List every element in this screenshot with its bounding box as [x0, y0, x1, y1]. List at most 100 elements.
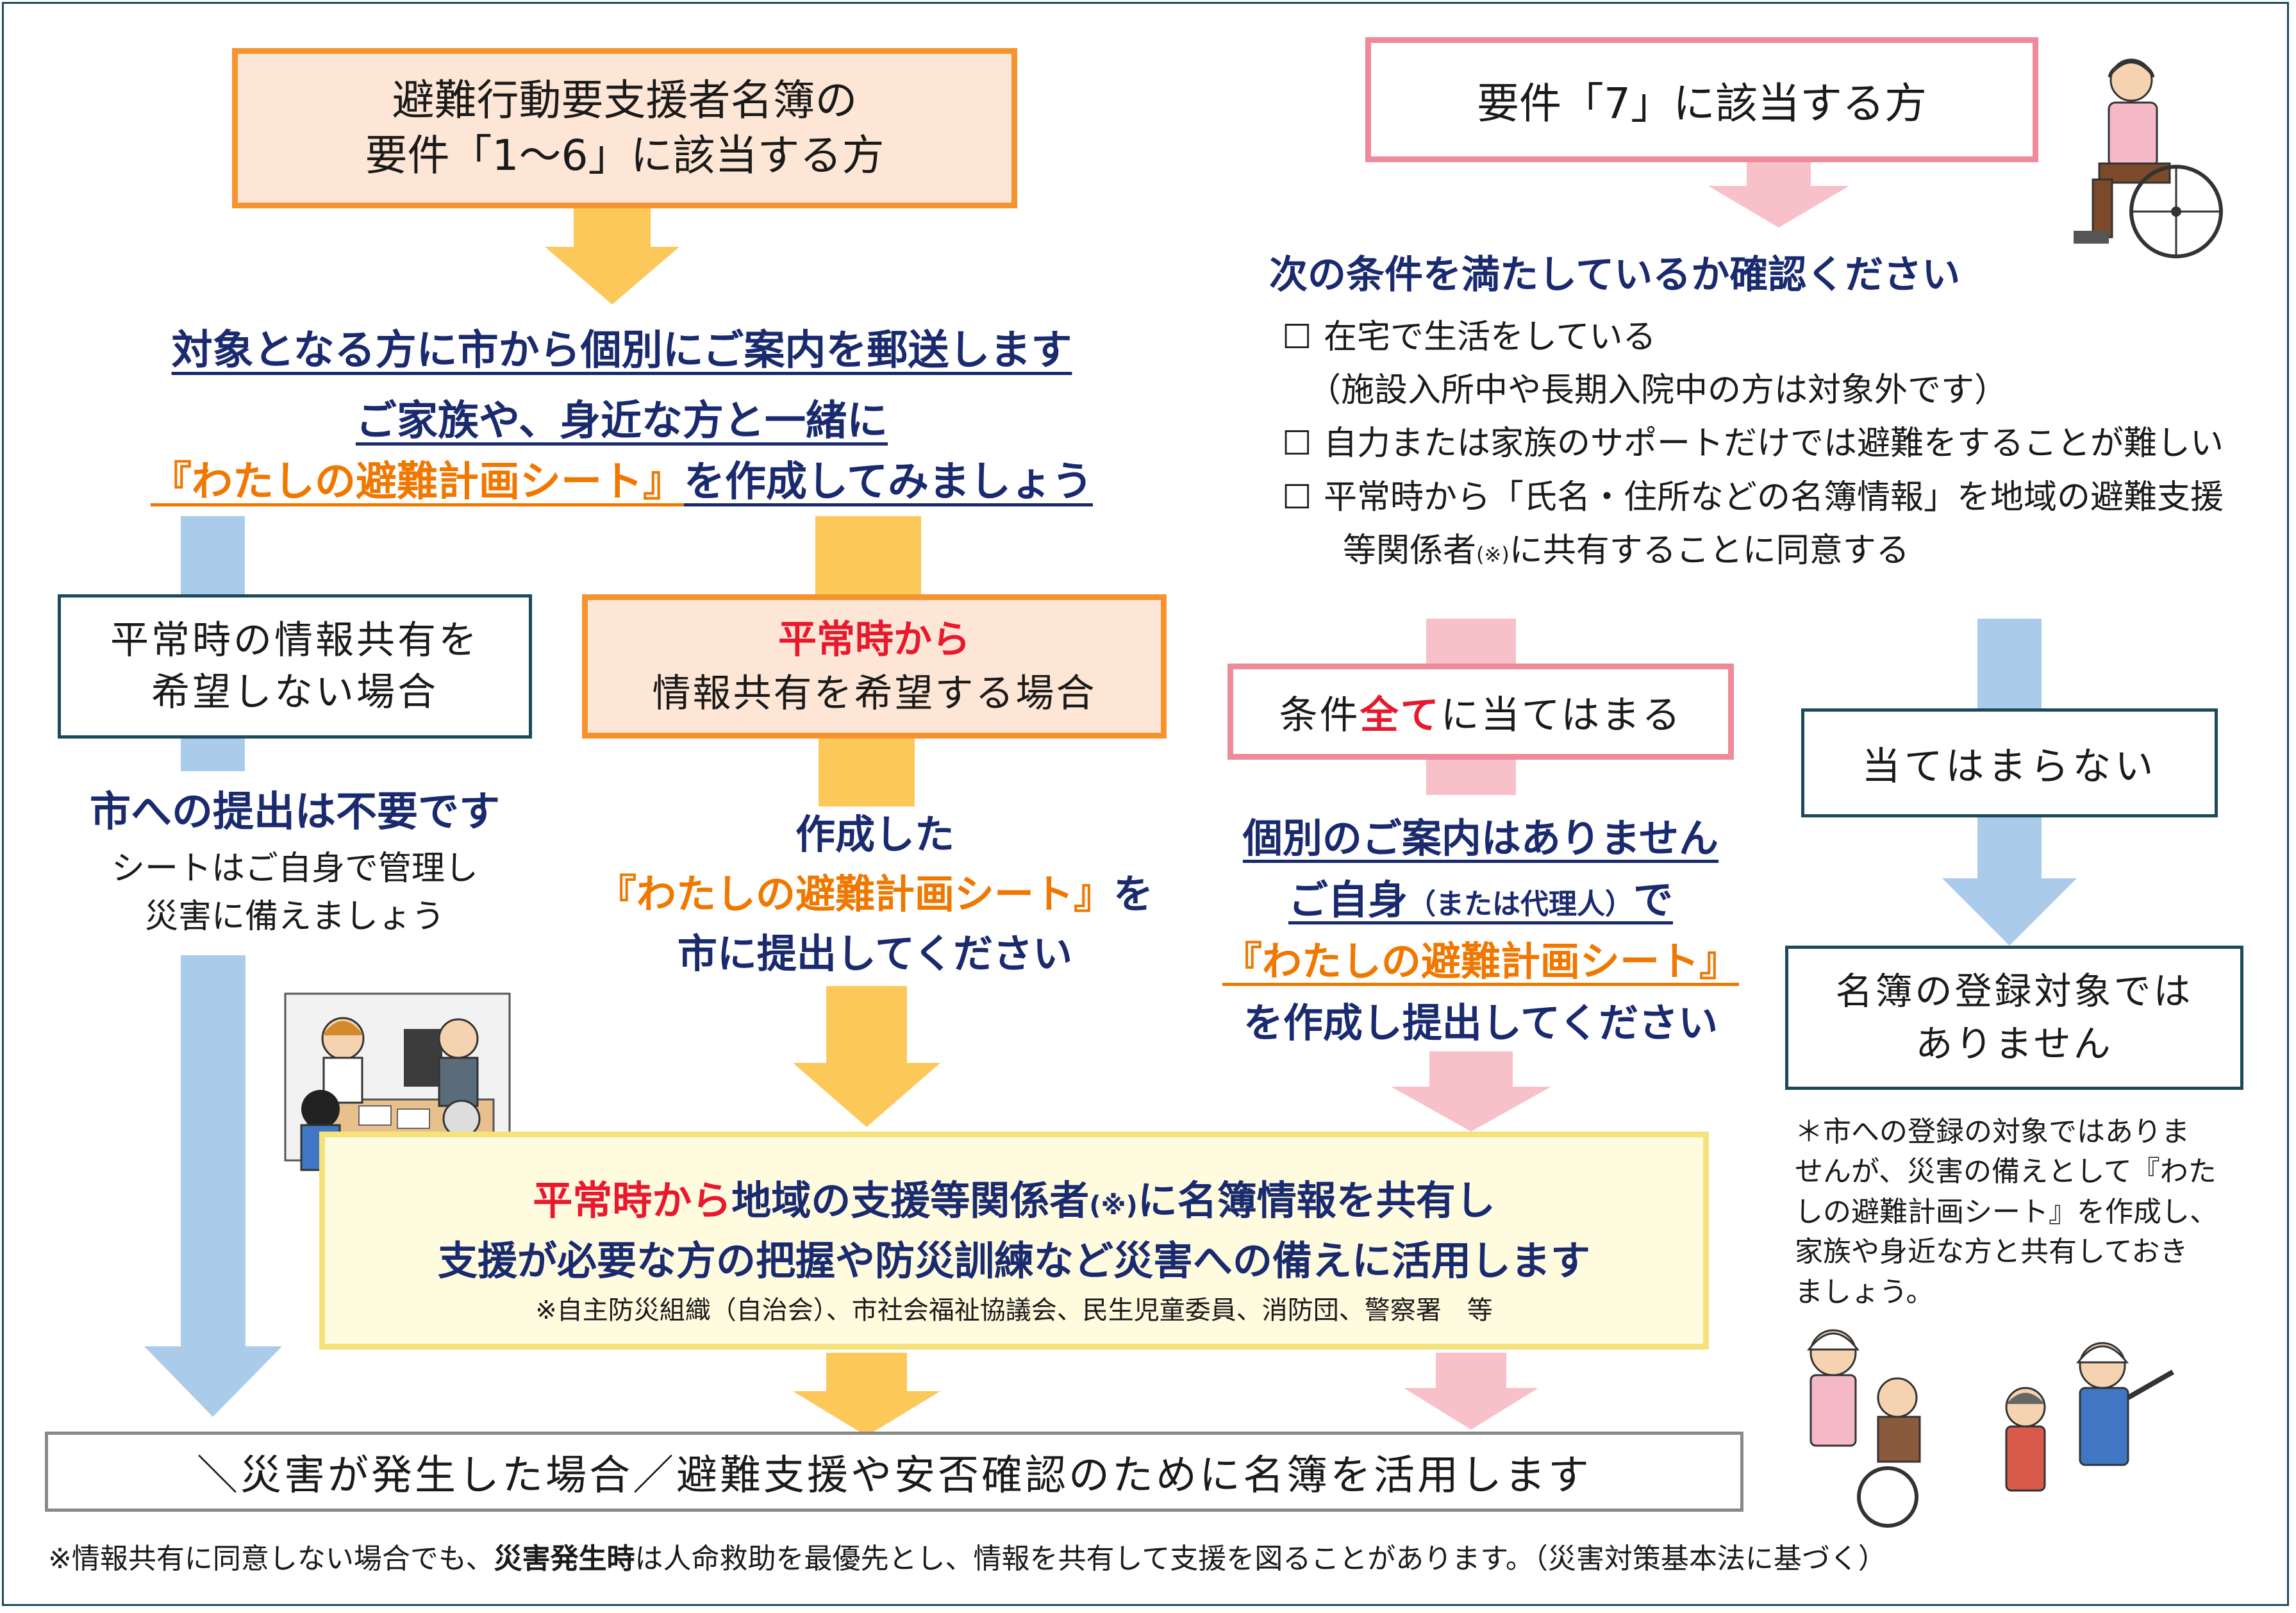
all-conditions-apply-box: 条件全てに当てはまる [1227, 664, 1734, 760]
bottom-note: ※情報共有に同意しない場合でも、災害発生時は人命救助を最優先とし、情報を共有して… [48, 1535, 2259, 1576]
arrow-blue-left-1 [181, 516, 245, 594]
checkbox-icon[interactable]: ☐ [1282, 478, 1312, 517]
checkbox-icon[interactable]: ☐ [1282, 318, 1312, 356]
self-text: ご自身 [1288, 876, 1408, 924]
sharing-mark: (※) [1089, 1191, 1138, 1221]
condition-3-cont-text: 等関係者 [1343, 531, 1477, 570]
note-line4: 家族や身近な方と共有しておき [1795, 1235, 2188, 1269]
sharing-line2-text: 支援が必要な方の把握や防災訓練など災害への備えに活用します [437, 1237, 1590, 1284]
bottom-note-c: は人命救助を最優先とし、情報を共有して支援を図ることがあります。（災害対策基本法… [635, 1542, 1886, 1575]
all-apply-suffix: に当てはまる [1440, 692, 1683, 738]
share-line1: 平常時から [778, 617, 970, 662]
no-share-line1: 平常時の情報共有を [110, 617, 479, 663]
note-line3: しの避難計画シート』を作成し、 [1795, 1195, 2218, 1228]
arrow-pink-4 [1391, 1051, 1551, 1132]
self-manage-note: シートはご自身で管理し 災害に備えましょう [38, 845, 551, 942]
arrow-blue-right-1 [1977, 619, 2042, 708]
arrow-blue-left-2 [181, 736, 245, 771]
create-submit-text: を作成し提出してください [1243, 999, 1718, 1047]
requirement-7-box: 要件「7」に該当する方 [1365, 37, 2038, 162]
condition-3: ☐ 平常時から「氏名・住所などの名簿情報」を地域の避難支援 [1282, 471, 2275, 524]
arrow-blue-left-3 [144, 955, 282, 1417]
self-sheet-name: 『わたしの避難計画シート』 [1222, 938, 1739, 985]
proxy-text: （または代理人） [1408, 888, 1633, 921]
submit-sheet-name: 『わたしの避難計画シート』 [596, 871, 1113, 917]
submit-line3: 市に提出してください [677, 930, 1073, 977]
requirement-7-text: 要件「7」に該当する方 [1477, 78, 1927, 128]
bottom-note-a: ※情報共有に同意しない場合でも、 [48, 1542, 494, 1575]
share-line2: 情報共有を希望する場合 [652, 671, 1097, 716]
condition-1-note-text: （施設入所中や長期入院中の方は対象外です） [1308, 371, 2008, 410]
all-apply-prefix: 条件 [1279, 692, 1360, 738]
together-suffix: を作成してみましょう [683, 458, 1094, 506]
condition-3-mark: (※) [1476, 542, 1510, 567]
condition-1: ☐ 在宅で生活をしている [1282, 311, 2275, 364]
condition-3-cont: 等関係者(※)に共有することに同意する [1282, 524, 2275, 578]
not-applicable-text: 当てはまらない [1861, 744, 2158, 789]
not-registration-target-box: 名簿の登録対象では ありません [1785, 946, 2243, 1090]
requirements-1-6-line1: 避難行動要支援者名簿の [392, 76, 858, 126]
not-target-line2: ありません [1915, 1021, 2113, 1066]
self-submission-instructions: 個別のご案内はありません ご自身（または代理人）で 『わたしの避難計画シート』 … [1173, 808, 1788, 1054]
condition-2: ☐ 自力または家族のサポートだけでは避難をすることが難しい [1282, 417, 2275, 471]
note-line5: ましょう。 [1795, 1275, 1934, 1308]
sharing-footnote: ※自主防災組織（自治会）、市社会福祉協議会、民生児童委員、消防団、警察署 等 [325, 1289, 1703, 1326]
submit-line1: 作成した [795, 811, 954, 858]
wheelchair-user-illustration [2074, 58, 2223, 258]
sharing-line1-a: 地域の支援等関係者 [731, 1177, 1090, 1224]
arrow-yellow-4 [793, 986, 940, 1127]
submit-line2-suffix: を [1113, 871, 1154, 917]
disaster-usage-text: ＼災害が発生した場合／避難支援や安否確認のために名簿を活用します [197, 1451, 1592, 1500]
arrow-yellow-1 [545, 208, 679, 305]
condition-1-note: （施設入所中や長期入院中の方は対象外です） [1282, 364, 2275, 417]
mail-notice: 対象となる方に市から個別にご案内を郵送します [96, 317, 1147, 376]
condition-2-text: 自力または家族のサポートだけでは避難をすることが難しい [1324, 424, 2224, 464]
disaster-usage-box: ＼災害が発生した場合／避難支援や安否確認のために名簿を活用します [45, 1432, 1743, 1512]
together-line1-text: ご家族や、身近な方と一緒に [355, 397, 888, 445]
mail-notice-text: 対象となる方に市から個別にご案内を郵送します [171, 327, 1072, 374]
submit-instructions: 作成した 『わたしの避難計画シート』を 市に提出してください [551, 805, 1199, 983]
requirements-1-6-line2: 要件「1～6」に該当する方 [365, 131, 885, 180]
not-applicable-box: 当てはまらない [1801, 708, 2218, 817]
check-conditions-title-text: 次の条件を満たしているか確認ください [1269, 253, 1961, 297]
arrow-yellow-3 [819, 736, 915, 807]
condition-3-text: 平常時から「氏名・住所などの名簿情報」を地域の避難支援 [1324, 478, 2224, 517]
together-line2: 『わたしの避難計画シート』を作成してみましょう [64, 449, 1179, 508]
share-box: 平常時から 情報共有を希望する場合 [582, 594, 1167, 739]
note-line1: ＊市への登録の対象ではありま [1795, 1116, 2190, 1148]
check-conditions-title: 次の条件を満たしているか確認ください [1269, 244, 2070, 299]
arrow-yellow-5 [793, 1353, 940, 1436]
arrow-blue-right-2 [1942, 817, 2077, 946]
no-individual-notice: 個別のご案内はありません [1242, 815, 1719, 862]
checkbox-icon[interactable]: ☐ [1282, 424, 1312, 464]
arrow-pink-5 [1404, 1353, 1538, 1430]
note-line2: せんが、災害の備えとして『わた [1795, 1155, 2217, 1189]
evacuation-group-illustration [1806, 1329, 2174, 1528]
no-submission-headline: 市への提出は不要です [38, 779, 551, 838]
all-apply-emph: 全て [1360, 692, 1441, 738]
no-share-box: 平常時の情報共有を 希望しない場合 [58, 594, 532, 739]
arrow-yellow-2 [815, 516, 921, 594]
arrow-pink-2 [1426, 619, 1516, 664]
evacuation-sheet-name: 『わたしの避難計画シート』 [150, 458, 684, 506]
sharing-line1: 平常時から地域の支援等関係者(※)に名簿情報を共有し [325, 1168, 1703, 1226]
arrow-pink-3 [1426, 760, 1516, 795]
requirements-1-6-box: 避難行動要支援者名簿の 要件「1～6」に該当する方 [232, 48, 1017, 208]
condition-1-text: 在宅で生活をしている [1324, 318, 1656, 356]
conditions-list: ☐ 在宅で生活をしている （施設入所中や長期入院中の方は対象外です） ☐ 自力または… [1282, 311, 2275, 578]
no-submission-text: 市への提出は不要です [90, 789, 500, 836]
sharing-line1-b: に名簿情報を共有し [1137, 1177, 1495, 1224]
not-registration-note: ＊市への登録の対象ではありま せんが、災害の備えとして『わた しの避難計画シート… [1795, 1112, 2243, 1312]
arrow-pink-1 [1708, 160, 1849, 228]
bottom-note-emph: 災害発生時 [494, 1542, 635, 1575]
sharing-emph: 平常時から [533, 1177, 732, 1224]
de-text: で [1633, 876, 1674, 924]
not-target-line1: 名簿の登録対象では [1835, 969, 2193, 1014]
info-sharing-box: 平常時から地域の支援等関係者(※)に名簿情報を共有し 支援が必要な方の把握や防災… [319, 1132, 1709, 1350]
no-share-line2: 希望しない場合 [151, 669, 438, 715]
sharing-line2: 支援が必要な方の把握や防災訓練など災害への備えに活用します [325, 1228, 1703, 1286]
self-manage-line2: 災害に備えましょう [144, 898, 445, 937]
self-manage-line1: シートはご自身で管理し [111, 849, 478, 888]
condition-3-end: に共有することに同意する [1509, 531, 1909, 570]
